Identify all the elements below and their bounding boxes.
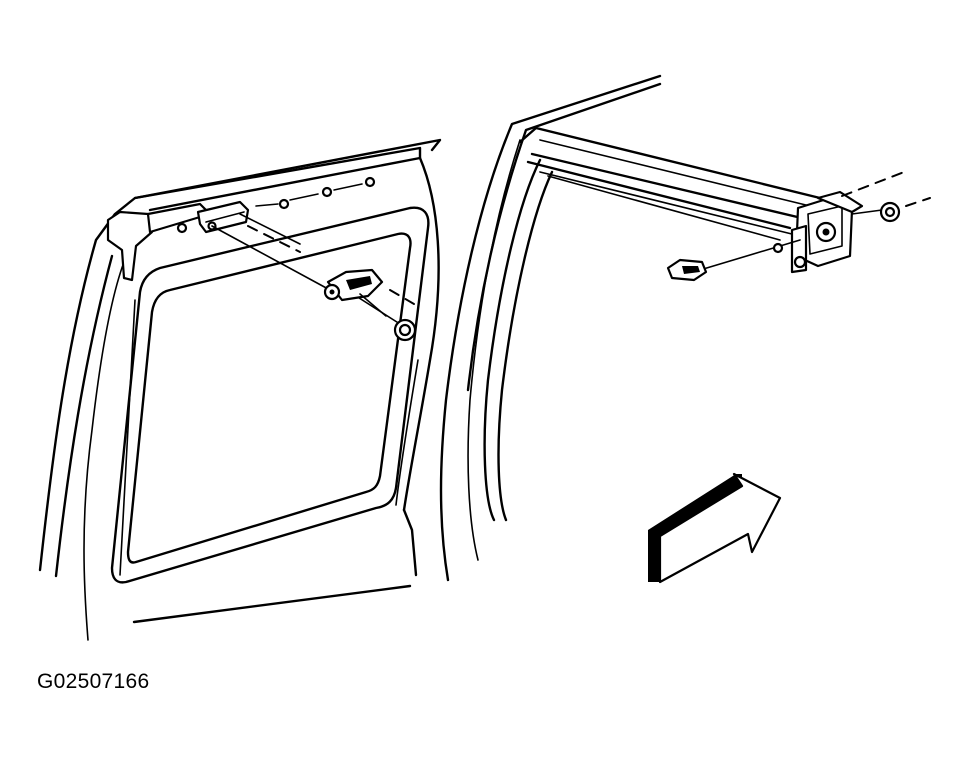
right-hinge-bolt	[666, 242, 784, 282]
right-hinge-nut	[879, 201, 901, 223]
right-hinge-guide-lines	[699, 171, 931, 271]
left-hinge-fastener	[323, 268, 417, 342]
right-door-opening	[439, 74, 822, 582]
left-hinge-bracket	[106, 200, 250, 282]
forward-arrow-icon	[648, 472, 782, 584]
figure-id-label: G02507166	[37, 670, 150, 693]
left-door-panel	[38, 138, 442, 641]
left-hinge-guide-lines	[211, 213, 415, 325]
right-hinge-bracket	[790, 190, 864, 274]
left-hinge-mount-holes	[255, 176, 376, 210]
